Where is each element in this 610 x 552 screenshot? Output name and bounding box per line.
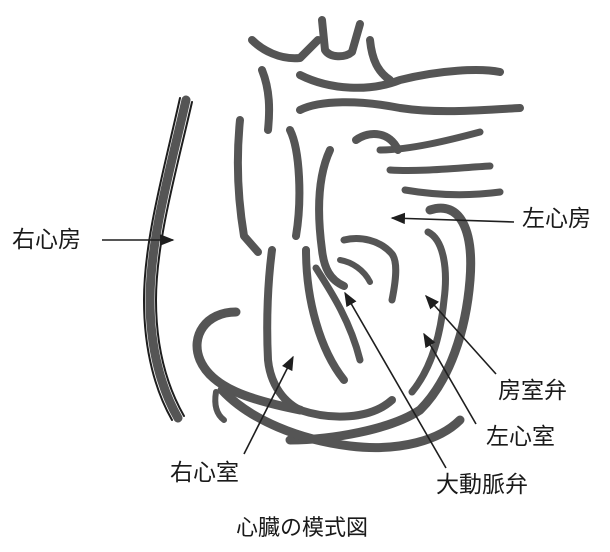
pulmonary-veins: [380, 132, 500, 195]
figure-caption: 心臓の模式図: [236, 516, 368, 542]
arrow-left-atrium: [392, 218, 514, 222]
label-right-atrium: 右心房: [12, 227, 81, 253]
label-av-valve: 房室弁: [498, 378, 567, 404]
arrow-left-ventricle: [424, 334, 476, 424]
outer-right-wall: [144, 98, 192, 420]
left-atrium-walls: [319, 134, 398, 300]
label-left-atrium: 左心房: [522, 206, 591, 232]
label-left-ventricle: 左心室: [486, 424, 555, 450]
arrow-aortic-valve: [345, 293, 446, 468]
label-right-ventricle: 右心室: [170, 460, 239, 486]
label-aortic-valve: 大動脈弁: [436, 472, 528, 498]
